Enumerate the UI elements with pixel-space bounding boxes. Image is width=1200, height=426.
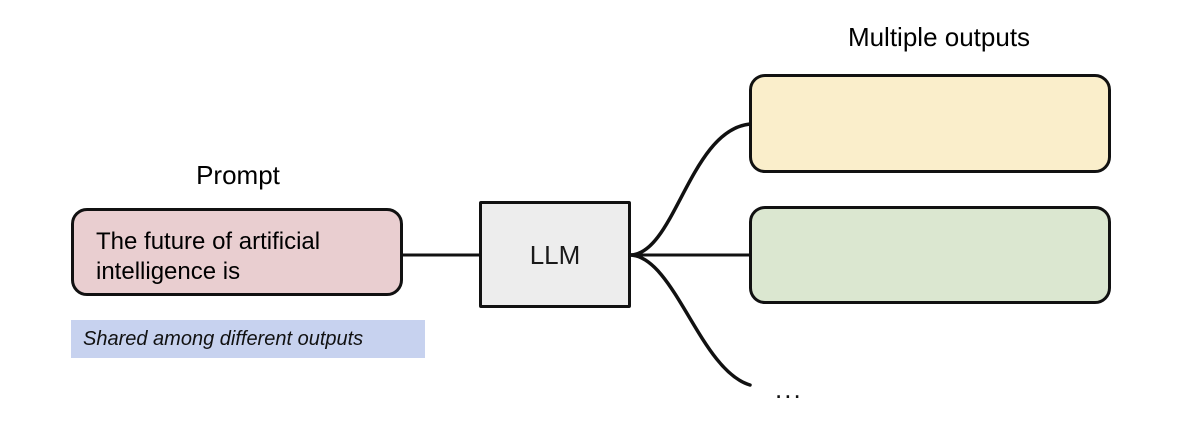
prompt-text: The future of artificial intelligence is [96,228,321,285]
outputs-title: Multiple outputs [847,22,1031,52]
output-box-2[interactable] [749,206,1111,304]
ellipsis-more-outputs: ... [775,374,803,404]
shared-note-banner: Shared among different outputs [71,320,425,358]
prompt-box[interactable]: The future of artificial intelligence is [71,208,403,296]
connector-llm-to-ellipsis [629,253,752,387]
llm-box[interactable]: LLM [479,201,631,308]
shared-note-text: Shared among different outputs [83,328,364,350]
prompt-title: Prompt [196,160,280,190]
llm-label: LLM [529,239,581,270]
output-box-1[interactable] [749,74,1111,173]
connector-llm-to-output-1 [629,122,752,257]
